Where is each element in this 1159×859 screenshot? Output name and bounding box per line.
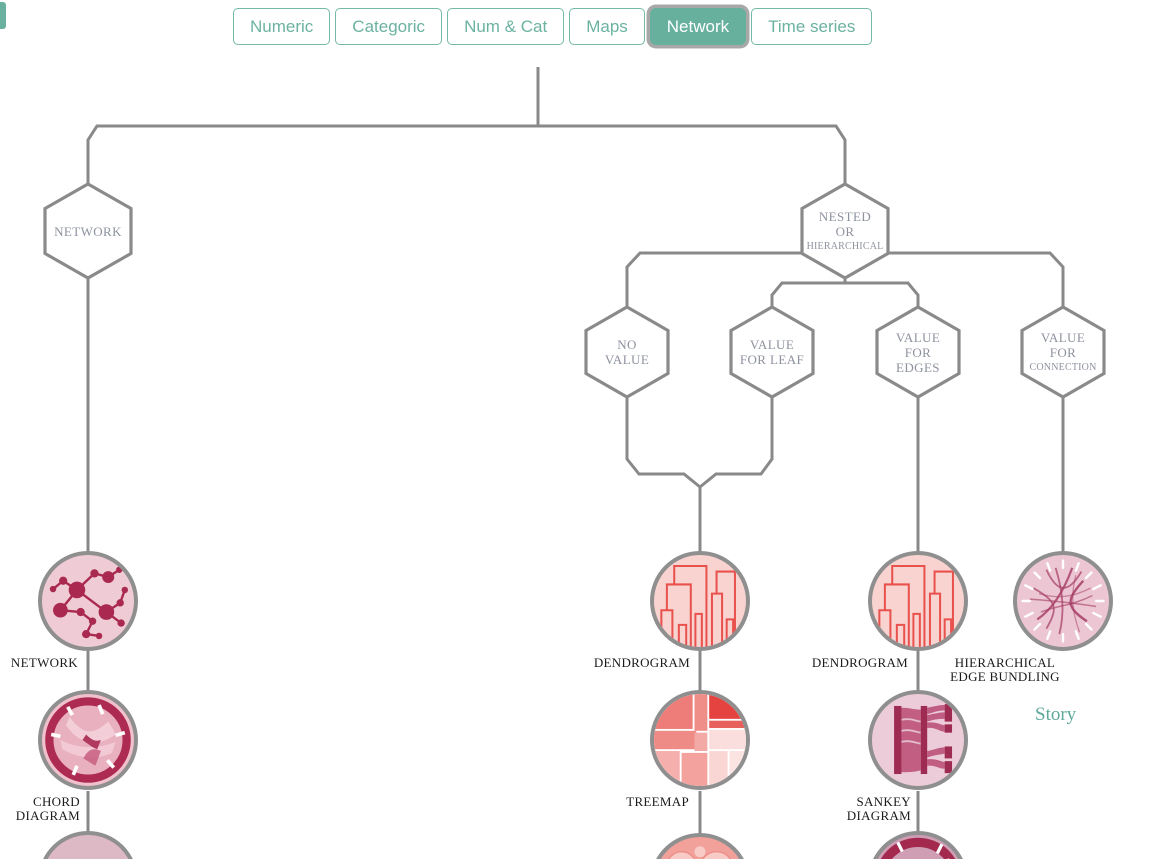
hexagon-value-for-connection: VALUE FOR CONNECTION [1020, 305, 1106, 399]
tab-numeric[interactable]: Numeric [233, 8, 331, 45]
tab-maps[interactable]: Maps [569, 8, 645, 45]
hexagon-label-line1: NESTED [818, 208, 872, 224]
label-line1: CHORD [32, 794, 80, 809]
hexagon-label: NETWORK [54, 223, 122, 239]
hexagon-label-line2: OR [835, 223, 855, 239]
tab-categoric[interactable]: Categoric [335, 8, 443, 45]
chart-label-dendrogram-right: DENDROGRAM [811, 655, 908, 670]
tab-time-series[interactable]: Time series [751, 8, 873, 45]
label-line2: EDGE BUNDLING [950, 668, 1060, 684]
hierarchical-edge-bundling-graphic [1021, 559, 1105, 643]
chart-label-treemap: TREEMAP [626, 794, 689, 809]
hexagon-shape [875, 305, 961, 399]
network-diagram-graphic [49, 566, 129, 640]
chart-thumbnail-dendrogram-right[interactable] [868, 551, 968, 651]
chart-thumbnail-chord-diagram[interactable] [38, 690, 138, 790]
circular-packing-graphic [668, 846, 732, 859]
hexagon-value-for-leaf: VALUE FOR LEAF [729, 305, 815, 399]
chord-diagram-graphic [45, 697, 131, 783]
hexagon-shape [800, 182, 890, 280]
hexagon-no-value: NO VALUE [584, 305, 670, 399]
chart-label-dendrogram-left: DENDROGRAM [593, 655, 690, 670]
hexagon-nested-or-hierarchical: NESTED OR HIERARCHICAL [800, 182, 890, 280]
hexagon-label-line2: FOR [1049, 344, 1077, 360]
hexagon-label-line2: FOR LEAF [739, 352, 805, 367]
sankey-diagram-graphic [894, 704, 953, 775]
story-link[interactable]: Story [1035, 704, 1077, 725]
hexagon-label-line1: VALUE [895, 329, 941, 345]
hexagon-shape [43, 182, 133, 280]
hexagon-network-branch: NETWORK [43, 182, 133, 280]
chart-label-sankey-diagram: SANKEY DIAGRAM [847, 795, 911, 822]
chart-thumbnail-sankey-diagram[interactable] [868, 690, 968, 790]
tab-num-and-cat[interactable]: Num & Cat [447, 8, 565, 45]
label-line2: DIAGRAM [15, 807, 80, 823]
chord-diagram-graphic [880, 837, 956, 859]
chart-label-network: NETWORK [10, 655, 78, 670]
chart-thumbnail-dendrogram-left[interactable] [650, 551, 750, 651]
dendrogram-graphic [660, 565, 741, 647]
hexagon-shape [1020, 305, 1106, 399]
left-edge-accent-bar [0, 2, 6, 29]
hexagon-shape [584, 305, 670, 399]
hexagon-label-line2: FOR [904, 344, 932, 360]
chart-thumbnail-hierarchical-edge-bundling[interactable] [1013, 551, 1113, 651]
tab-network[interactable]: Network [649, 8, 747, 45]
hexagon-label-line3: HIERARCHICAL [806, 240, 884, 252]
hexagon-label-line2: VALUE [604, 352, 650, 367]
chart-thumbnail-network[interactable] [38, 551, 138, 651]
label-line1: SANKEY [856, 794, 911, 809]
label-line1: HIERARCHICAL [954, 655, 1056, 670]
hexagon-label-line3: EDGES [896, 359, 940, 375]
hexagon-label-line1: VALUE [1040, 329, 1086, 345]
chart-label-hierarchical-edge-bundling: HIERARCHICAL EDGE BUNDLING [940, 656, 1070, 683]
dendrogram-graphic [878, 565, 959, 647]
hexagon-label-line1: NO [617, 337, 637, 352]
hexagon-label-line1: VALUE [749, 337, 795, 352]
hexagon-value-for-edges: VALUE FOR EDGES [875, 305, 961, 399]
chart-label-chord-diagram: CHORD DIAGRAM [16, 795, 80, 822]
hexagon-label-line3: CONNECTION [1029, 361, 1097, 373]
chart-thumbnail-treemap[interactable] [650, 690, 750, 790]
label-line2: DIAGRAM [846, 807, 911, 823]
treemap-graphic [654, 694, 746, 786]
data-type-tab-bar: Numeric Categoric Num & Cat Maps Network… [233, 8, 873, 45]
hexagon-shape [729, 305, 815, 399]
